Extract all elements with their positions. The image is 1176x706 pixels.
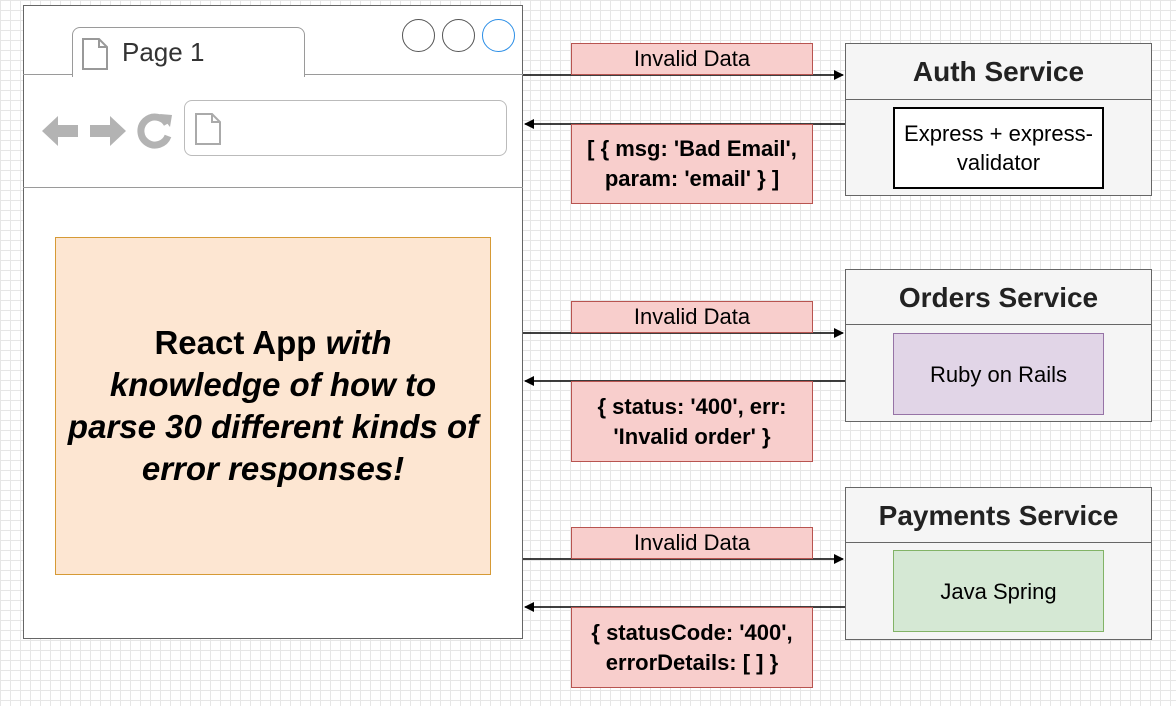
toolbar-divider: [23, 187, 523, 188]
orders-request-label: Invalid Data: [571, 301, 813, 333]
auth-service-title: Auth Service: [912, 56, 1085, 87]
react-app-description: knowledge of how to parse 30 different k…: [67, 366, 479, 487]
payments-response-label: { statusCode: '400', errorDetails: [ ] }: [571, 607, 813, 688]
url-page-icon: [195, 113, 221, 145]
window-minimize-button[interactable]: [402, 19, 435, 52]
orders-service-title: Orders Service: [898, 282, 1099, 313]
auth-service-divider: [845, 99, 1152, 100]
window-maximize-button[interactable]: [442, 19, 475, 52]
back-arrow-icon[interactable]: [40, 112, 80, 150]
auth-response-label: [ { msg: 'Bad Email', param: 'email' } ]: [571, 124, 813, 204]
reload-icon[interactable]: [136, 112, 176, 150]
react-app-title: React App: [154, 324, 326, 361]
payments-tech-box: Java Spring: [893, 550, 1104, 632]
payments-service-divider: [845, 542, 1152, 543]
orders-response-label: { status: '400', err: 'Invalid order' }: [571, 381, 813, 462]
react-app-with: with: [325, 324, 392, 361]
react-app-text: React App with knowledge of how to parse…: [63, 322, 483, 490]
window-close-button[interactable]: [482, 19, 515, 52]
react-app-box: React App with knowledge of how to parse…: [55, 237, 491, 575]
browser-tab[interactable]: [72, 27, 305, 77]
payments-service-title: Payments Service: [878, 500, 1119, 531]
auth-tech-box: Express + express-validator: [893, 107, 1104, 189]
forward-arrow-icon[interactable]: [88, 112, 128, 150]
tab-label: Page 1: [122, 37, 205, 67]
payments-request-label: Invalid Data: [571, 527, 813, 559]
orders-service-divider: [845, 324, 1152, 325]
page-icon: [82, 38, 108, 70]
auth-request-label: Invalid Data: [571, 43, 813, 75]
orders-tech-box: Ruby on Rails: [893, 333, 1104, 415]
address-bar[interactable]: [184, 100, 507, 156]
